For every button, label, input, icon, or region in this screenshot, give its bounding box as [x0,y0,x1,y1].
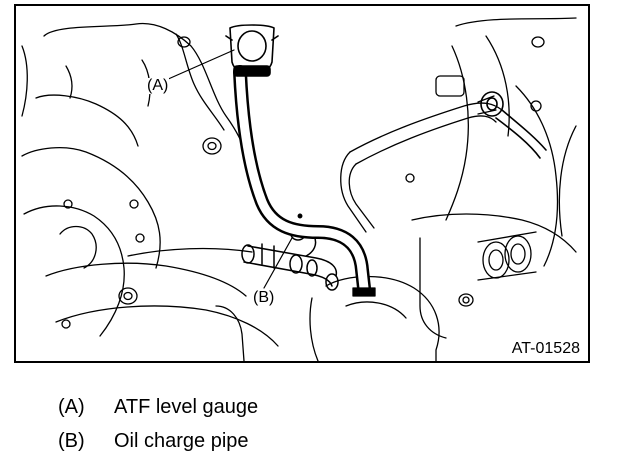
legend-key-a: (A) [58,396,85,418]
transmission-line-drawing [21,17,577,361]
gauge-marker [297,213,303,219]
legend-label-a: ATF level gauge [114,396,259,418]
leader-line-a [165,49,235,81]
legend-label-b: Oil charge pipe [114,430,249,452]
transmission-case-outline [21,22,279,347]
side-ports [477,231,537,281]
callout-a-label: (A) [146,77,170,94]
figure-code: AT-01528 [509,340,582,357]
leader-lines [165,49,293,289]
legend-item-a: (A) ATF level gauge [58,396,258,418]
right-housing-outline [405,17,577,339]
callout-b-label: (B) [252,289,276,306]
figure-frame: (A) (B) AT-01528 [14,4,590,363]
gauge-handle [225,24,279,77]
atf-level-gauge [233,65,376,297]
housing-bolts [61,36,222,329]
banjo-bolt [480,91,547,159]
filter-body [215,275,440,361]
cooler-hose [340,95,503,233]
legend-key-b: (B) [58,430,85,452]
leader-line-b [263,237,293,289]
legend-item-b: (B) Oil charge pipe [58,430,249,452]
